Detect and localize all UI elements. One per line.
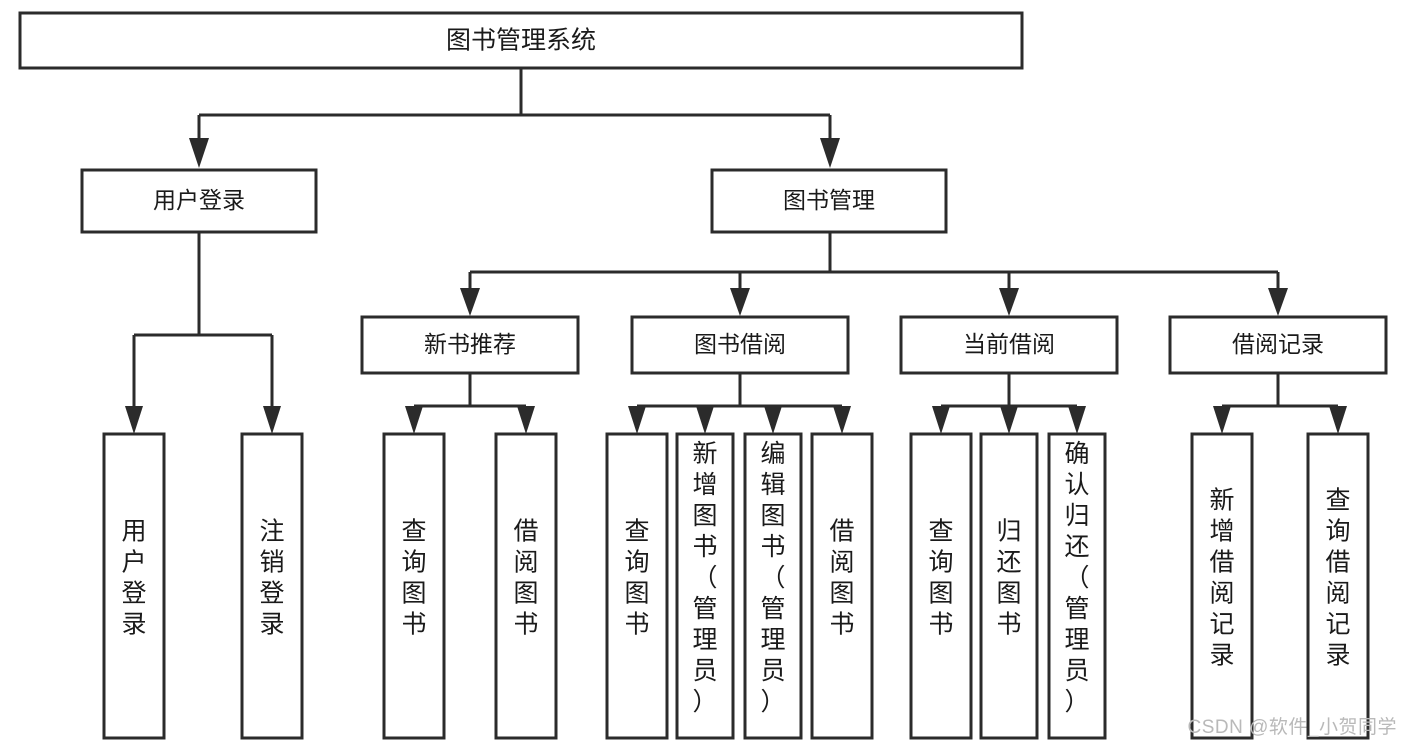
node-leaf-borrow-book-1[interactable]: 借阅图书 xyxy=(494,432,558,740)
node-book-borrow[interactable]: 图书借阅 xyxy=(630,315,850,375)
node-leaf-edit-book-label: 编辑图书（管理员） xyxy=(760,440,785,716)
node-leaf-add-book[interactable]: 新增图书（管理员） xyxy=(675,432,735,740)
node-user-login[interactable]: 用户登录 xyxy=(80,168,318,234)
arrow-head-leaf-query-record xyxy=(1329,406,1347,434)
node-leaf-return-book-label: 归还图书 xyxy=(996,518,1021,639)
node-leaf-query-book-3-box[interactable] xyxy=(909,432,973,740)
arrow-head-leaf-edit-book xyxy=(764,406,782,434)
arrow-head-borrow-record xyxy=(1268,288,1288,316)
node-new-book-rec[interactable]: 新书推荐 xyxy=(360,315,580,375)
node-leaf-query-book-1-box[interactable] xyxy=(382,432,446,740)
arrow-head-book-manage xyxy=(820,138,840,168)
arrow-head-leaf-borrow-book-2 xyxy=(833,406,851,434)
csdn-watermark: CSDN @软件_小贺同学 xyxy=(1187,717,1397,738)
node-leaf-confirm-return-label: 确认归还（管理员） xyxy=(1064,440,1089,716)
node-borrow-record[interactable]: 借阅记录 xyxy=(1168,315,1388,375)
node-new-book-rec-label: 新书推荐 xyxy=(424,331,516,357)
arrow-head-user-login xyxy=(189,138,209,168)
node-leaf-add-book-box[interactable] xyxy=(675,432,735,740)
node-user-login-label: 用户登录 xyxy=(153,187,245,213)
node-user-login-box[interactable] xyxy=(80,168,318,234)
node-root[interactable]: 图书管理系统 xyxy=(18,11,1024,70)
arrow-head-leaf-query-book-2 xyxy=(628,406,646,434)
node-book-borrow-label: 图书借阅 xyxy=(694,331,786,357)
node-leaf-logout-label: 注销登录 xyxy=(259,518,284,639)
node-current-borrow[interactable]: 当前借阅 xyxy=(899,315,1119,375)
node-leaf-logout[interactable]: 注销登录 xyxy=(240,432,304,740)
node-leaf-return-book[interactable]: 归还图书 xyxy=(979,432,1039,740)
node-leaf-borrow-book-2[interactable]: 借阅图书 xyxy=(810,432,874,740)
node-leaf-query-book-3-label: 查询图书 xyxy=(928,518,953,639)
node-leaf-user-login[interactable]: 用户登录 xyxy=(102,432,166,740)
node-leaf-add-book-label: 新增图书（管理员） xyxy=(692,440,717,716)
node-borrow-record-box[interactable] xyxy=(1168,315,1388,375)
node-leaf-add-record-label: 新增借阅记录 xyxy=(1209,487,1234,670)
arrow-head-leaf-query-book-1 xyxy=(405,406,423,434)
arrow-head-current-borrow xyxy=(999,288,1019,316)
arrow-head-leaf-user-login xyxy=(125,406,143,434)
node-leaf-query-book-1[interactable]: 查询图书 xyxy=(382,432,446,740)
node-current-borrow-label: 当前借阅 xyxy=(963,331,1055,357)
node-leaf-borrow-book-2-box[interactable] xyxy=(810,432,874,740)
node-leaf-user-login-label: 用户登录 xyxy=(121,518,146,639)
node-leaf-query-book-3[interactable]: 查询图书 xyxy=(909,432,973,740)
node-current-borrow-box[interactable] xyxy=(899,315,1119,375)
node-leaf-query-record-label: 查询借阅记录 xyxy=(1325,487,1350,670)
arrow-head-leaf-confirm-return xyxy=(1068,406,1086,434)
node-leaf-confirm-return-box[interactable] xyxy=(1047,432,1107,740)
node-leaf-query-record[interactable]: 查询借阅记录 xyxy=(1306,432,1370,740)
node-leaf-add-record[interactable]: 新增借阅记录 xyxy=(1190,432,1254,740)
node-leaf-edit-book-box[interactable] xyxy=(743,432,803,740)
node-leaf-confirm-return[interactable]: 确认归还（管理员） xyxy=(1047,432,1107,740)
arrow-head-book-borrow xyxy=(730,288,750,316)
node-book-manage-box[interactable] xyxy=(710,168,948,234)
node-leaf-add-record-box[interactable] xyxy=(1190,432,1254,740)
node-leaf-edit-book[interactable]: 编辑图书（管理员） xyxy=(743,432,803,740)
arrow-head-leaf-logout xyxy=(263,406,281,434)
node-leaf-query-book-2-box[interactable] xyxy=(605,432,669,740)
node-leaf-borrow-book-2-label: 借阅图书 xyxy=(829,518,854,639)
arrow-head-leaf-add-record xyxy=(1213,406,1231,434)
arrow-head-leaf-borrow-book-1 xyxy=(517,406,535,434)
node-borrow-record-label: 借阅记录 xyxy=(1232,331,1324,357)
node-root-label: 图书管理系统 xyxy=(446,27,596,55)
arrow-head-leaf-query-book-3 xyxy=(932,406,950,434)
connector-layer xyxy=(125,68,1347,434)
node-book-borrow-box[interactable] xyxy=(630,315,850,375)
node-leaf-query-book-2[interactable]: 查询图书 xyxy=(605,432,669,740)
arrow-head-leaf-return-book xyxy=(1000,406,1018,434)
node-leaf-query-book-2-label: 查询图书 xyxy=(624,518,649,639)
node-book-manage[interactable]: 图书管理 xyxy=(710,168,948,234)
node-leaf-query-book-1-label: 查询图书 xyxy=(401,518,426,639)
node-leaf-query-record-box[interactable] xyxy=(1306,432,1370,740)
node-leaf-return-book-box[interactable] xyxy=(979,432,1039,740)
node-leaf-borrow-book-1-label: 借阅图书 xyxy=(513,518,538,639)
node-leaf-user-login-box[interactable] xyxy=(102,432,166,740)
arrow-head-leaf-add-book xyxy=(696,406,714,434)
node-root-box[interactable] xyxy=(18,11,1024,70)
node-book-manage-label: 图书管理 xyxy=(783,187,875,213)
node-leaf-borrow-book-1-box[interactable] xyxy=(494,432,558,740)
node-new-book-rec-box[interactable] xyxy=(360,315,580,375)
node-leaf-logout-box[interactable] xyxy=(240,432,304,740)
arrow-head-new-book-rec xyxy=(460,288,480,316)
